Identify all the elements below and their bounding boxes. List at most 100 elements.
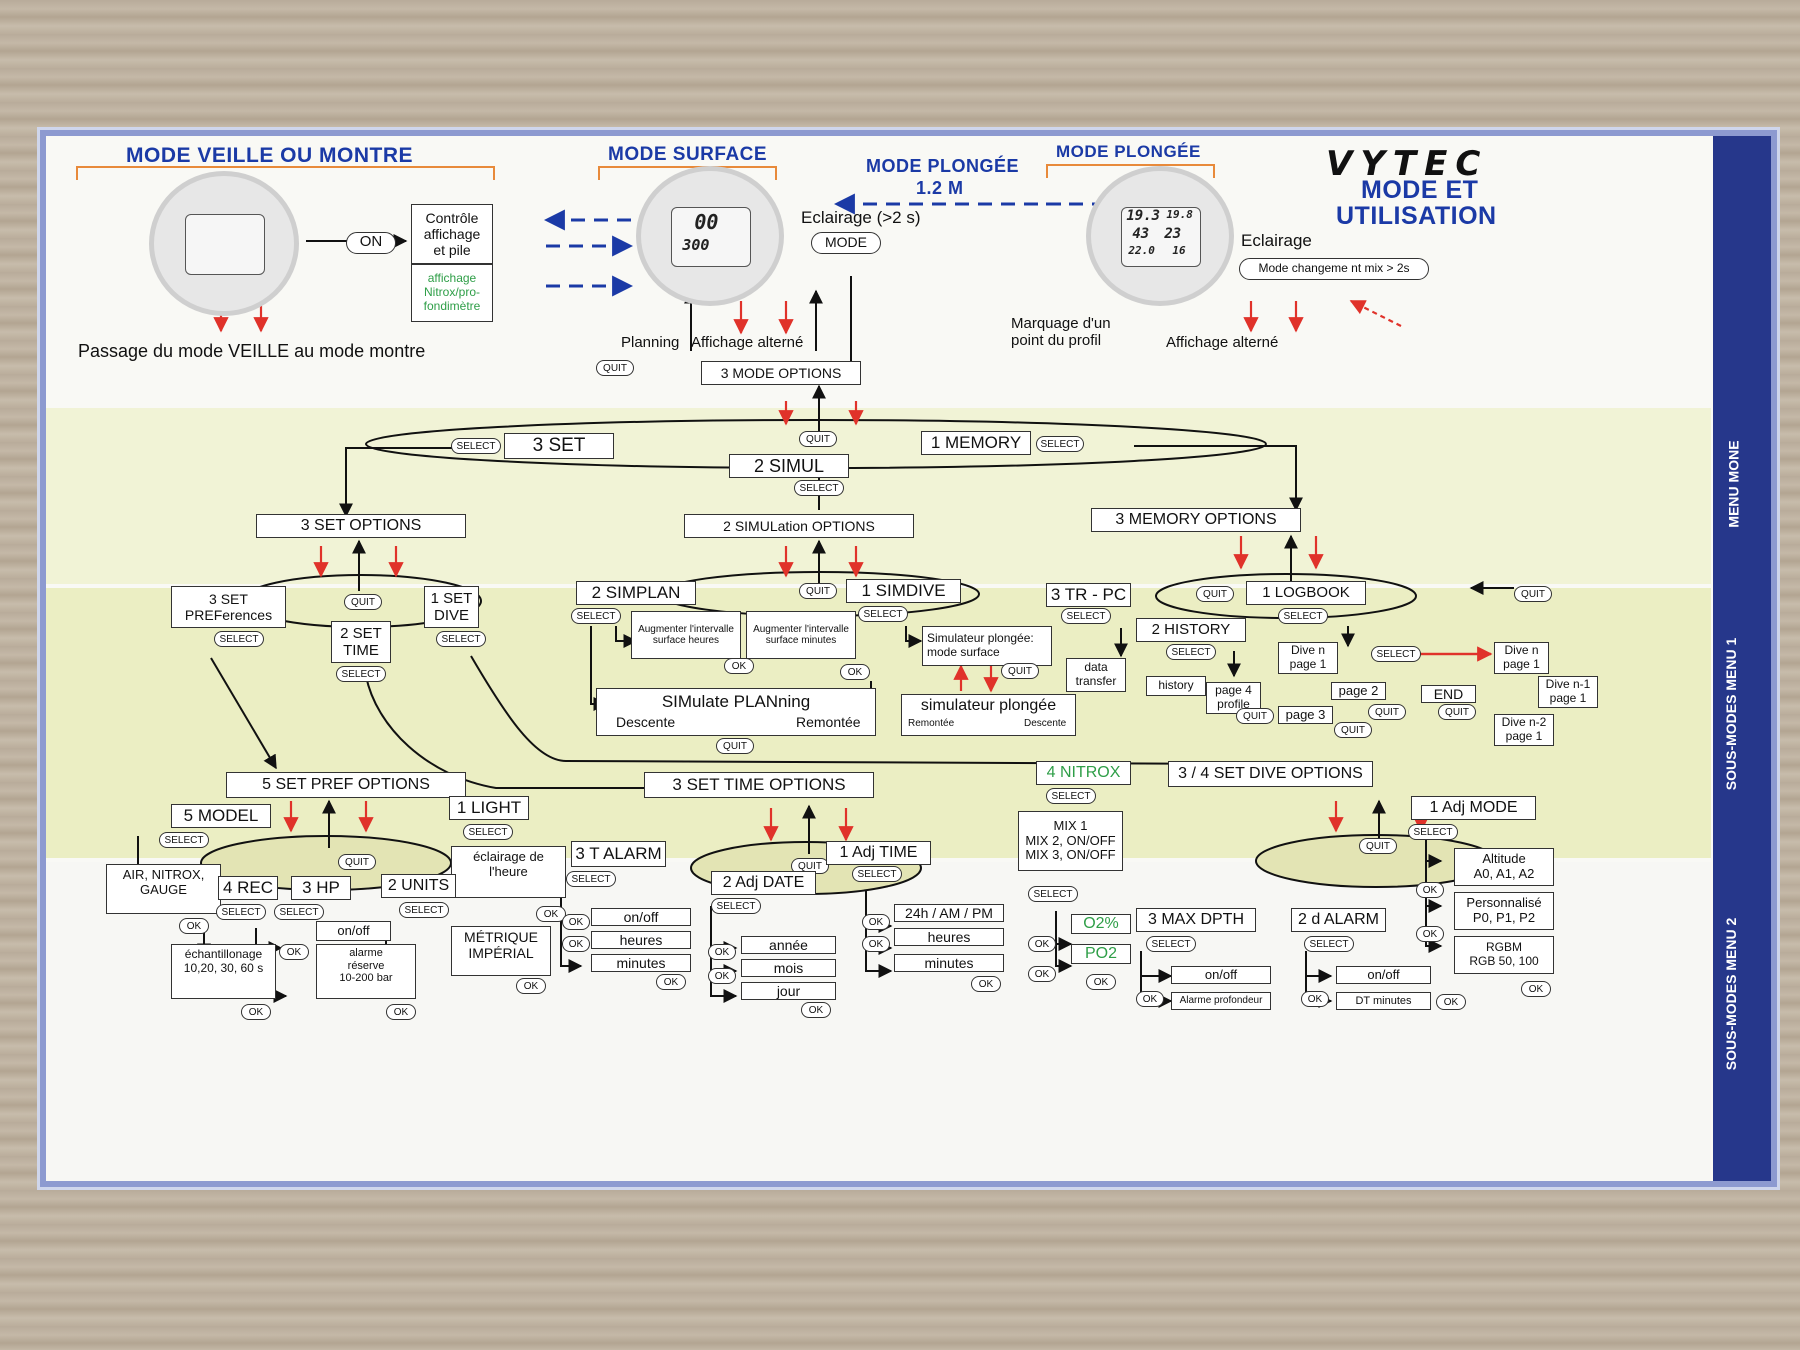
po2-box: PO2 [1071,944,1131,964]
quit-dive-options[interactable]: QUIT [1359,838,1397,854]
ok-ta-2[interactable]: OK [562,936,590,952]
d-alarm-node[interactable]: 2 d ALARM [1291,908,1386,932]
quit-simulate-planning[interactable]: QUIT [716,738,754,754]
adj-date-node[interactable]: 2 Adj DATE [711,871,816,895]
quit-page3[interactable]: QUIT [1334,722,1372,738]
rec-node[interactable]: 4 REC [218,876,278,900]
select-adj-time[interactable]: SELECT [852,866,902,882]
quit-end[interactable]: QUIT [1438,704,1476,720]
select-set-time[interactable]: SELECT [336,666,386,682]
ok-nitrox-1[interactable]: OK [1028,936,1056,952]
select-d-alarm[interactable]: SELECT [1304,936,1354,952]
ok-time-1[interactable]: OK [862,914,890,930]
select-hp[interactable]: SELECT [274,904,324,920]
select-simplan[interactable]: SELECT [571,608,621,624]
quit-logbook[interactable]: QUIT [1514,586,1552,602]
ok-adj-mode-3[interactable]: OK [1521,981,1551,997]
select-set-prefs[interactable]: SELECT [214,631,264,647]
history-node[interactable]: 2 HISTORY [1136,618,1246,642]
mode-change-button[interactable]: Mode changeme nt mix > 2s [1239,258,1429,280]
adj-mode-node[interactable]: 1 Adj MODE [1411,796,1536,820]
ok-model[interactable]: OK [179,918,209,934]
select-simul[interactable]: SELECT [794,480,844,496]
ok-date-3[interactable]: OK [801,1002,831,1018]
ok-date-1[interactable]: OK [708,944,736,960]
select-t-alarm[interactable]: SELECT [566,871,616,887]
select-units[interactable]: SELECT [399,902,449,918]
plongee-lcd-1: 19.3 [1126,208,1161,225]
t-alarm-node[interactable]: 3 T ALARM [571,841,666,867]
ok-ta-1[interactable]: OK [562,914,590,930]
quit-sim-surface[interactable]: QUIT [1001,663,1039,679]
units-node[interactable]: 2 UNITS [381,874,456,898]
select-set[interactable]: SELECT [451,438,501,454]
trpc-node[interactable]: 3 TR - PC [1046,583,1131,607]
select-adj-mode[interactable]: SELECT [1408,824,1458,840]
nitrox-node[interactable]: 4 NITROX [1036,761,1131,785]
ok-hp[interactable]: OK [279,944,309,960]
ok-aug-heures[interactable]: OK [724,658,754,674]
select-nitrox[interactable]: SELECT [1046,788,1096,804]
select-history[interactable]: SELECT [1166,644,1216,660]
select-adj-date[interactable]: SELECT [711,898,761,914]
select-simdive[interactable]: SELECT [858,606,908,622]
select-logbook[interactable]: SELECT [1278,608,1328,624]
ok-units[interactable]: OK [516,978,546,994]
select-mix[interactable]: SELECT [1028,886,1078,902]
select-trpc[interactable]: SELECT [1061,608,1111,624]
ok-d-alarm-1[interactable]: OK [1301,991,1329,1007]
simul-node[interactable]: 2 SIMUL [729,454,849,478]
ok-time-2[interactable]: OK [862,936,890,952]
simulateur-box: simulateur plongée [901,694,1076,736]
on-button[interactable]: ON [346,232,396,254]
select-dive-n[interactable]: SELECT [1371,646,1421,662]
ok-rec[interactable]: OK [241,1004,271,1020]
at-heures-box: heures [894,928,1004,946]
quit-page4[interactable]: QUIT [1236,708,1274,724]
mode-button[interactable]: MODE [811,232,881,254]
ok-d-alarm-2[interactable]: OK [1436,994,1466,1010]
max-dpth-node[interactable]: 3 MAX DPTH [1136,908,1256,932]
quit-set-options[interactable]: QUIT [344,594,382,610]
set-prefs-node[interactable]: 3 SET PREFerences [171,586,286,628]
ok-nitrox-2[interactable]: OK [1028,966,1056,982]
quit-simul-options[interactable]: QUIT [799,583,837,599]
quit-menu[interactable]: QUIT [799,431,837,447]
watch-gauge-veille [149,171,299,316]
select-max-dpth[interactable]: SELECT [1146,936,1196,952]
dive-options-box: 3 / 4 SET DIVE OPTIONS [1168,761,1373,787]
ok-max-dpth[interactable]: OK [1136,991,1164,1007]
adj-time-node[interactable]: 1 Adj TIME [826,841,931,865]
nitrox-box: affichage Nitrox/pro- fondimètre [411,264,493,322]
ok-ta-3[interactable]: OK [656,974,686,990]
quit-pref-options[interactable]: QUIT [338,854,376,870]
plongee-marquage: Marquage d'un point du profil [1011,315,1111,349]
select-memory[interactable]: SELECT [1036,436,1084,452]
set-time-node[interactable]: 2 SET TIME [331,621,391,663]
memory-node[interactable]: 1 MEMORY [921,431,1031,455]
ok-hp-alarm[interactable]: OK [386,1004,416,1020]
select-light[interactable]: SELECT [463,824,513,840]
ok-nitrox-3[interactable]: OK [1086,974,1116,990]
ok-adj-mode-2[interactable]: OK [1416,926,1444,942]
set-node[interactable]: 3 SET [504,433,614,459]
select-model[interactable]: SELECT [159,832,209,848]
select-rec[interactable]: SELECT [216,904,266,920]
simdive-node[interactable]: 1 SIMDIVE [846,579,961,603]
light-node[interactable]: 1 LIGHT [449,796,529,820]
quit-page2[interactable]: QUIT [1368,704,1406,720]
ok-adj-mode-1[interactable]: OK [1416,882,1444,898]
ok-date-2[interactable]: OK [708,968,736,984]
remontee-label: Remontée [796,714,861,730]
ok-aug-minutes[interactable]: OK [840,664,870,680]
set-dive-node[interactable]: 1 SET DIVE [424,586,479,628]
quit-memory-options[interactable]: QUIT [1196,586,1234,602]
model-node[interactable]: 5 MODEL [171,804,271,828]
vytec-logo: VYTEC [1326,144,1489,184]
logbook-node[interactable]: 1 LOGBOOK [1246,581,1366,605]
hp-node[interactable]: 3 HP [291,876,351,900]
simplan-node[interactable]: 2 SIMPLAN [576,581,696,605]
surface-quit-button[interactable]: QUIT [596,360,634,376]
select-set-dive[interactable]: SELECT [436,631,486,647]
ok-time-3[interactable]: OK [971,976,1001,992]
